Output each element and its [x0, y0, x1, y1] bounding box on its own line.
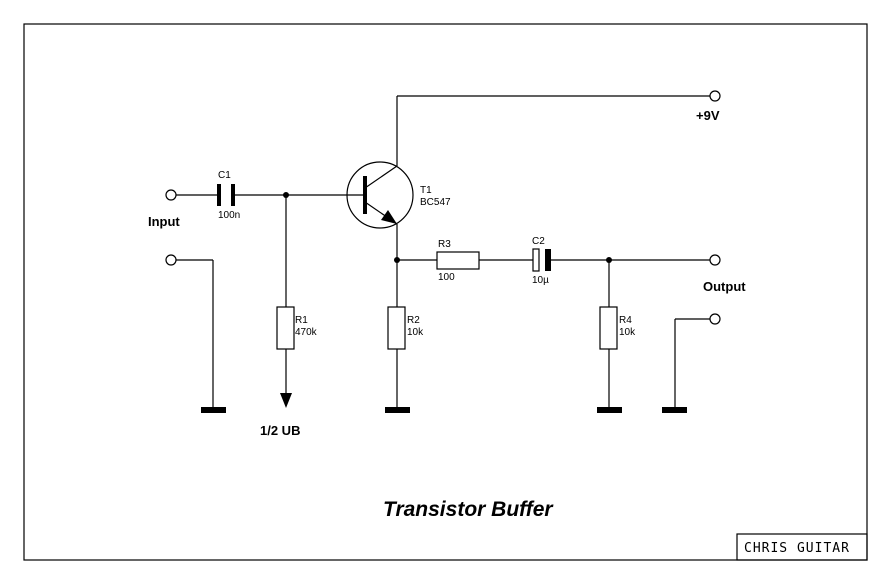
- c2-ref: C2: [532, 236, 545, 247]
- c1-value: 100n: [218, 210, 240, 221]
- r1-ref: R1: [295, 315, 308, 326]
- input-terminal: [165, 189, 177, 201]
- r2-value: 10k: [407, 327, 424, 338]
- supply-terminal: [709, 90, 721, 102]
- resistor-r4: [597, 260, 622, 413]
- brand-label: CHRIS GUITAR: [744, 541, 850, 556]
- supply-wire: [396, 95, 710, 166]
- resistor-r2: [385, 260, 410, 413]
- transistor-t1: [330, 161, 414, 229]
- brand-box: [736, 533, 868, 561]
- c2-value: 10µ: [532, 275, 549, 286]
- output-terminal: [709, 254, 721, 266]
- diagram-title: Transistor Buffer: [383, 498, 554, 521]
- supply-label: +9V: [696, 108, 720, 123]
- bias-label: 1/2 UB: [260, 423, 300, 438]
- output-label: Output: [703, 279, 746, 294]
- capacitor-c2: [532, 248, 710, 272]
- resistor-r1: [276, 195, 295, 393]
- r3-ref: R3: [438, 239, 451, 250]
- input-label: Input: [148, 214, 180, 229]
- r4-value: 10k: [619, 327, 636, 338]
- bias-arrow-icon: [280, 393, 292, 408]
- resistor-r3: [397, 251, 533, 270]
- frame-border: [23, 23, 868, 561]
- t1-value: BC547: [420, 197, 451, 208]
- r3-value: 100: [438, 272, 455, 283]
- c1-ref: C1: [218, 170, 231, 181]
- output-ground-wire: [662, 318, 710, 413]
- input-ground-wire: [176, 259, 226, 413]
- r2-ref: R2: [407, 315, 420, 326]
- output-ground-terminal: [709, 313, 721, 325]
- r4-ref: R4: [619, 315, 632, 326]
- t1-ref: T1: [420, 185, 432, 196]
- input-ground-terminal: [165, 254, 177, 266]
- capacitor-c1: [217, 184, 235, 206]
- r1-value: 470k: [295, 327, 318, 338]
